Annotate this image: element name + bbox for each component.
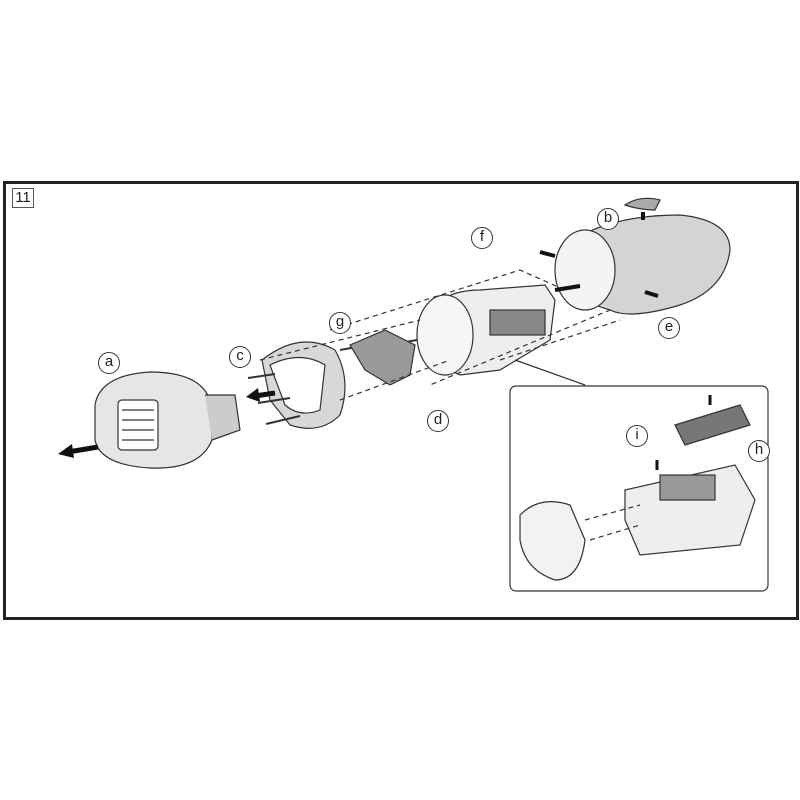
rear-housing-b xyxy=(554,214,731,315)
epilator-head-a xyxy=(94,371,241,469)
arrow-head-icon xyxy=(246,388,260,402)
label-h: h xyxy=(748,440,770,462)
label-b: b xyxy=(597,208,619,230)
dashed-guide-lines xyxy=(259,269,621,401)
label-d: d xyxy=(427,410,449,432)
label-i: i xyxy=(626,425,648,447)
label-c: c xyxy=(229,346,251,368)
arrow-icon xyxy=(539,212,659,298)
label-e: e xyxy=(658,317,680,339)
arrow-head-icon xyxy=(58,444,74,458)
callout-line xyxy=(514,359,586,386)
inset-motor-assembly xyxy=(519,404,756,581)
diagram-frame xyxy=(3,181,799,620)
step-number: 11 xyxy=(12,188,34,208)
front-cover-c xyxy=(261,341,346,429)
label-f: f xyxy=(471,227,493,249)
switch-knob xyxy=(623,197,661,211)
gear-plate-g xyxy=(349,329,416,386)
label-a: a xyxy=(98,352,120,374)
label-g: g xyxy=(329,312,351,334)
inset-detail-box xyxy=(509,385,769,592)
arrow-icon xyxy=(655,395,712,470)
